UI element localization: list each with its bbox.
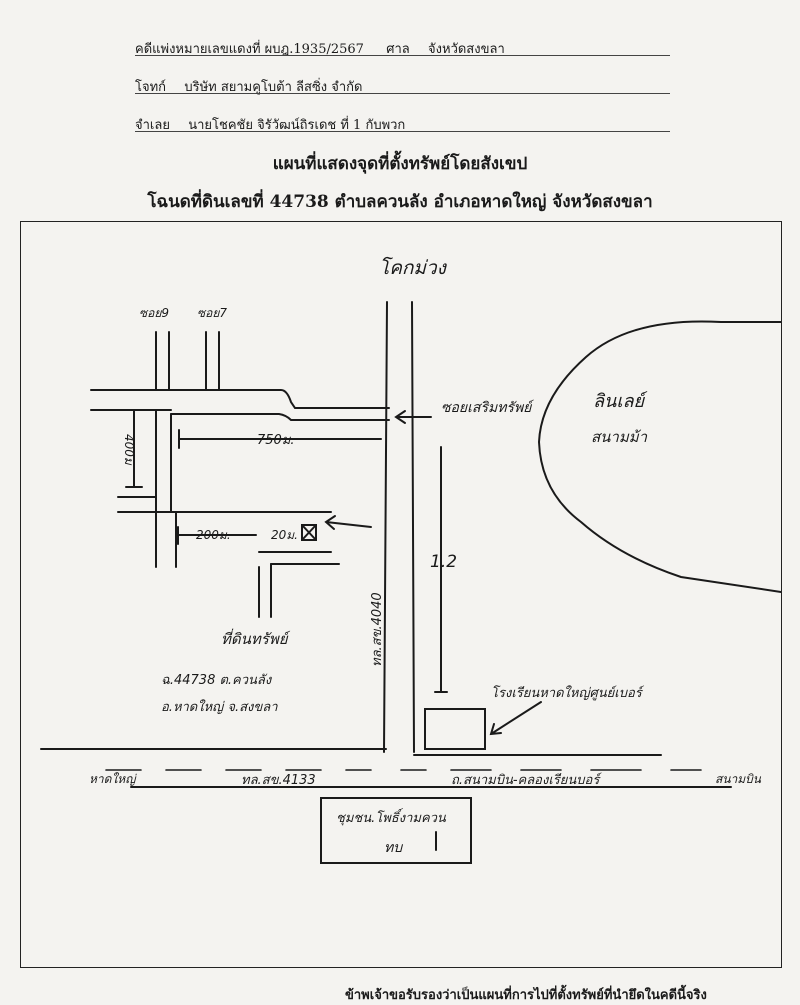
plaintiff-underline (135, 93, 670, 94)
plaintiff-name: บริษัท สยามคูโบต้า ลีสซิ่ง จำกัด (184, 80, 363, 95)
defendant-underline (135, 131, 670, 132)
label-soi-9: ซอย9 (139, 306, 169, 320)
defendant-label: จำเลย (135, 118, 170, 133)
label-property: ที่ดินทรัพย์ (221, 628, 291, 648)
label-soi-serm-sap: ซอยเสริมทรัพย์ (441, 399, 534, 416)
case-number-row: คดีแพ่งหมายเลขแดงที่ ผบฎ.1935/2567 ศาล จ… (135, 38, 505, 59)
case-underline (135, 55, 670, 56)
label-km-marker: 1.2 (430, 552, 457, 572)
label-deed-number: ฉ.44738 ต.ควนลัง (161, 673, 273, 688)
label-north-road: โคกม่วง (379, 256, 448, 279)
label-district: อ.หาดใหญ่ จ.สงขลา (161, 699, 278, 715)
map-frame: โคกม่วง ซอย9 ซอย7 ซอยเสริมทรัพย์ 750ม. 4… (20, 221, 782, 968)
plaintiff-label: โจทก์ (135, 80, 167, 95)
label-road-name: ถ.สนามบิน-คลองเรียนบอร์ (451, 772, 602, 788)
label-distance-750: 750ม. (257, 433, 295, 448)
label-distance-20: 20ม. (271, 528, 298, 542)
label-distance-400: 400ม (122, 434, 136, 466)
label-pond: ลินเลย์ (593, 391, 648, 412)
court-label: ศาล (386, 42, 410, 57)
label-distance-200: 200ม. (196, 528, 231, 542)
plaintiff-row: โจทก์ บริษัท สยามคูโบต้า ลีสซิ่ง จำกัด (135, 76, 363, 97)
label-landmark-sub: ทบ (384, 840, 403, 856)
map-title: แผนที่แสดงจุดที่ตั้งทรัพย์โดยสังเขป (272, 154, 528, 174)
deed-title: โฉนดที่ดินเลขที่ 44738 ตำบลควนลัง อำเภอห… (147, 192, 653, 212)
certification-statement: ข้าพเจ้าขอรับรองว่าเป็นแผนที่การไปที่ตั้… (345, 988, 707, 1003)
case-number: คดีแพ่งหมายเลขแดงที่ ผบฎ.1935/2567 (135, 42, 364, 57)
label-airport: สนามบิน (715, 772, 762, 786)
defendant-name: นายโชคชัย จิรัวัฒน์ถิรเดช ที่ 1 กับพวก (188, 118, 406, 133)
label-pond-sub: สนามม้า (591, 428, 648, 446)
label-soi-7: ซอย7 (197, 306, 227, 320)
label-highway-4133: ทล.สข.4133 (241, 773, 316, 788)
label-landmark: ชุมชน.โพธิ์งามควน (336, 808, 447, 826)
label-highway-4040: ทล.สข.4040 (370, 592, 385, 667)
defendant-row: จำเลย นายโชคชัย จิรัวัฒน์ถิรเดช ที่ 1 กั… (135, 114, 405, 135)
label-school: โรงเรียนหาดใหญ่ศูนย์เบอร์ (491, 685, 645, 701)
label-hat-yai: หาดใหญ่ (89, 772, 137, 786)
court-value: จังหวัดสงขลา (428, 42, 505, 57)
location-map: โคกม่วง ซอย9 ซอย7 ซอยเสริมทรัพย์ 750ม. 4… (40, 256, 782, 864)
